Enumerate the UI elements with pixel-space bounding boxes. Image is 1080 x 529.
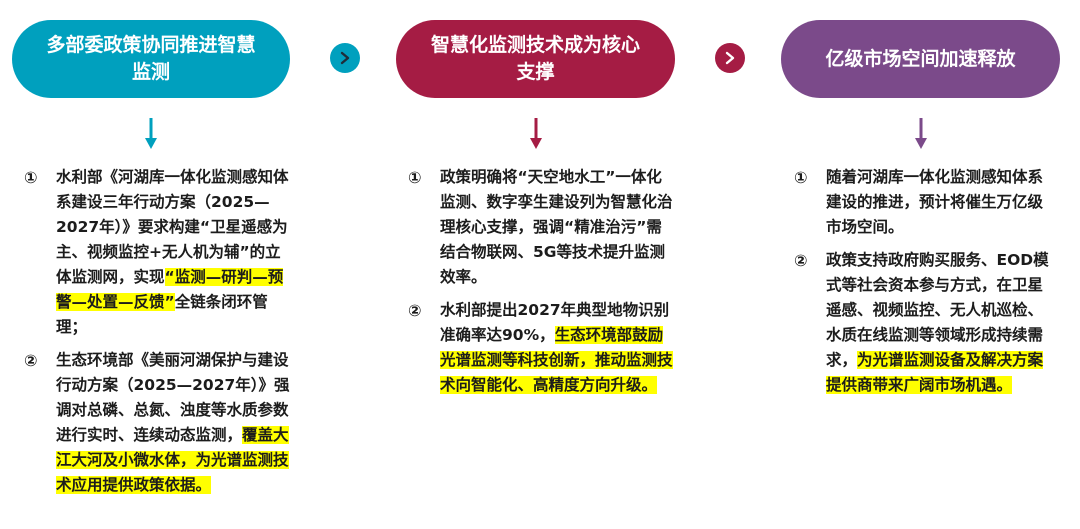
item-text: 政策明确将“天空地水工”一体化监测、数字孪生建设列为智慧化治理核心支撑，强调“精… [440,168,673,286]
item-number: ① [408,168,422,187]
stage-3-title-line1: 亿级市场空间加速释放 [825,47,1016,70]
item-text: 水利部《河湖库一体化监测感知体系建设三年行动方案（2025—2027年）》要求构… [56,168,289,286]
list-item: ② 水利部提出2027年典型地物识别准确率达90%，生态环境部鼓励光谱监测等科技… [408,298,676,398]
chevron-right-icon [340,51,350,65]
down-arrow-icon [530,118,542,149]
stage-2-title-line2: 支撑 [516,61,555,83]
list-item: ① 水利部《河湖库一体化监测感知体系建设三年行动方案（2025—2027年）》要… [24,165,292,340]
down-arrow-icon [145,118,157,149]
stage-2-title-line1: 智慧化监测技术成为核心 [430,34,640,56]
item-highlight: 为光谱监测设备及解决方案提供商带来广阔市场机遇。 [826,351,1044,394]
stage-3-pill: 亿级市场空间加速释放 [781,20,1060,98]
list-item: ② 生态环境部《美丽河湖保护与建设行动方案（2025—2027年）》强调对总磷、… [24,348,292,498]
stage-2-pill: 智慧化监测技术成为核心 支撑 [396,20,675,98]
list-item: ② 政策支持政府购买服务、EOD模式等社会资本参与方式，在卫星遥感、视频监控、无… [794,248,1058,398]
item-text: 政策支持政府购买服务、EOD模式等社会资本参与方式，在卫星遥感、视频监控、无人机… [826,251,1049,369]
item-number: ② [24,351,38,370]
item-text: 水利部提出2027年典型地物识别准确率达90%， [440,301,670,344]
item-text: 随着河湖库一体化监测感知体系建设的推进，预计将催生万亿级市场空间。 [826,168,1044,236]
list-item: ① 政策明确将“天空地水工”一体化监测、数字孪生建设列为智慧化治理核心支撑，强调… [408,165,676,290]
list-item: ① 随着河湖库一体化监测感知体系建设的推进，预计将催生万亿级市场空间。 [794,165,1058,240]
item-tail: 全链条闭环管理； [56,293,268,336]
connector-2 [715,43,745,73]
item-number: ② [794,251,808,270]
item-number: ② [408,301,422,320]
chevron-right-icon [725,51,735,65]
item-number: ① [24,168,38,187]
connector-1 [330,43,360,73]
stage-2-details: ① 政策明确将“天空地水工”一体化监测、数字孪生建设列为智慧化治理核心支撑，强调… [408,165,676,406]
stage-1-title-line1: 多部委政策协同推进智慧 [46,34,256,56]
stage-3-details: ① 随着河湖库一体化监测感知体系建设的推进，预计将催生万亿级市场空间。 ② 政策… [794,165,1058,406]
item-number: ① [794,168,808,187]
stage-1-details: ① 水利部《河湖库一体化监测感知体系建设三年行动方案（2025—2027年）》要… [24,165,292,506]
down-arrow-icon [915,118,927,149]
stage-1-title-line2: 监测 [131,61,170,83]
stage-1-pill: 多部委政策协同推进智慧 监测 [12,20,290,98]
item-text: 生态环境部《美丽河湖保护与建设行动方案（2025—2027年）》强调对总磷、总氮… [56,351,290,444]
